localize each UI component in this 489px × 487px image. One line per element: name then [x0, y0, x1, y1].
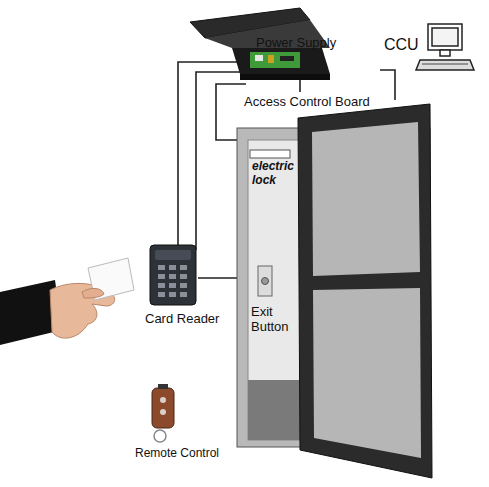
part-label: Power Supply — [256, 35, 356, 50]
computer-icon — [416, 24, 474, 70]
part-label: CCU — [384, 36, 424, 54]
part-label: electric lock — [252, 159, 296, 187]
part-label: Remote Control — [135, 446, 245, 460]
part-label: Access Control Board — [244, 94, 394, 109]
part-label: Card Reader — [145, 311, 240, 326]
door-leaf — [298, 104, 432, 478]
card-reader — [150, 245, 196, 305]
remote-control — [152, 384, 174, 442]
part-label: Exit Button — [251, 304, 295, 334]
hand-with-card — [0, 258, 134, 345]
